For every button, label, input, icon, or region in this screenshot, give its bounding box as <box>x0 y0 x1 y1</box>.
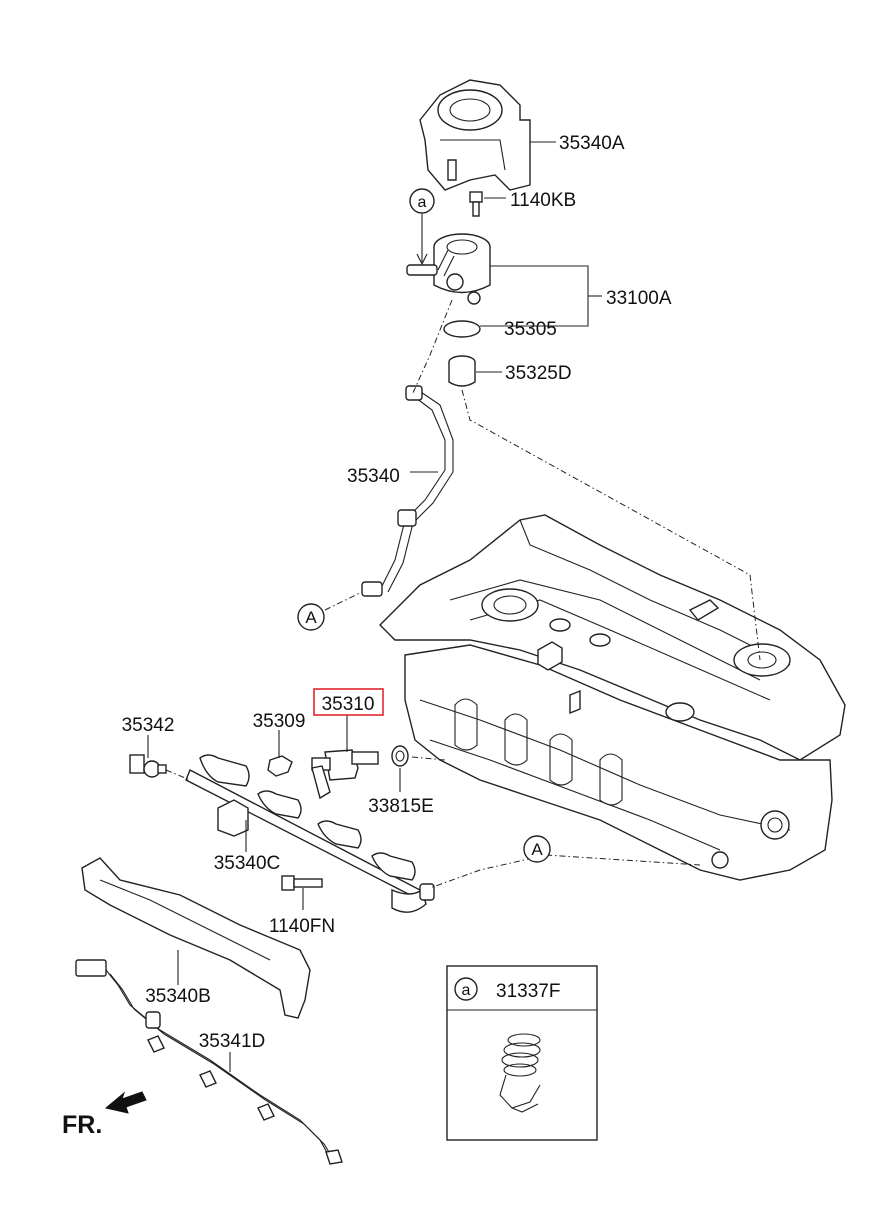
callout-a-small: a <box>409 188 435 214</box>
clip-35309 <box>267 755 293 777</box>
label-1140KB: 1140KB <box>510 190 576 211</box>
pump-housing-35340A <box>419 79 531 191</box>
inset-part-drawing <box>499 1033 541 1113</box>
o-ring-35305 <box>443 320 481 338</box>
cylinder-head <box>379 514 846 881</box>
label-35310: 35310 <box>322 694 375 715</box>
label-33100A: 33100A <box>606 288 672 309</box>
label-35342: 35342 <box>122 715 175 736</box>
tappet-35325D <box>448 355 476 387</box>
protector-35340B <box>81 857 311 1019</box>
injector-35310 <box>311 749 379 800</box>
leader-lines <box>147 141 602 1072</box>
callout-A-upper: A <box>297 603 325 631</box>
fuel-rail-35340C <box>185 754 435 913</box>
label-35340B: 35340B <box>145 986 211 1007</box>
label-35340A: 35340A <box>559 133 625 154</box>
label-1140FN: 1140FN <box>269 916 335 937</box>
bolt-1140KB <box>469 191 483 217</box>
fuel-pipe-35340 <box>361 385 454 597</box>
inset-part-number: 31337F <box>496 981 560 1002</box>
inset-circle-text: a <box>462 982 471 999</box>
label-35341D: 35341D <box>199 1031 266 1052</box>
harness-35341D <box>75 959 343 1165</box>
label-35340C: 35340C <box>214 853 281 874</box>
front-direction-indicator: FR. <box>62 1091 147 1139</box>
label-33815E: 33815E <box>368 796 434 817</box>
label-35309: 35309 <box>253 711 306 732</box>
callout-A-lower-text: A <box>531 840 543 859</box>
reference-lines <box>165 299 761 889</box>
bolt-1140FN <box>281 875 323 891</box>
sensor-35342 <box>129 754 167 778</box>
label-35325D: 35325D <box>505 363 572 384</box>
front-label: FR. <box>62 1111 102 1139</box>
callout-a-small-text: a <box>418 194 427 211</box>
inset-box: a 31337F <box>446 965 598 1141</box>
label-35340: 35340 <box>347 466 400 487</box>
seal-33815E <box>391 745 409 767</box>
front-arrow-icon <box>104 1091 147 1114</box>
callout-A-upper-text: A <box>305 608 317 627</box>
fuel-pump-33100A <box>406 233 491 305</box>
label-35305: 35305 <box>504 319 557 340</box>
highlight-box-35310 <box>313 688 384 716</box>
callout-A-lower: A <box>523 835 551 863</box>
